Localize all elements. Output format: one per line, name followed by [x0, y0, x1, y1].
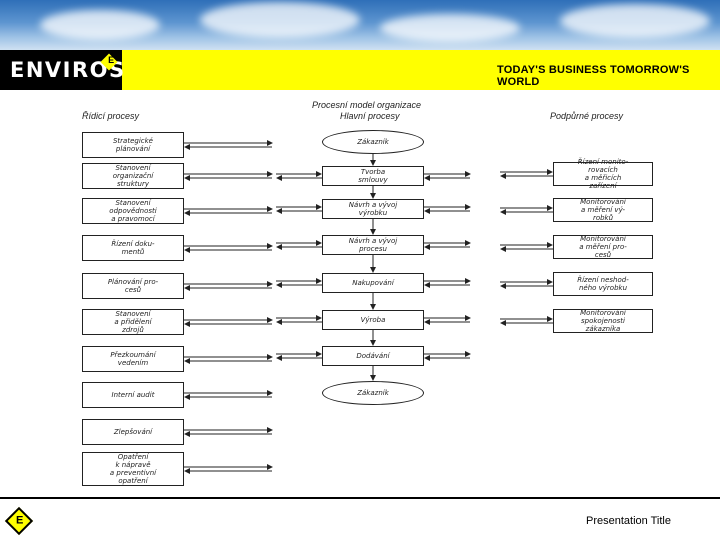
center-column-title: Hlavní procesy — [340, 111, 400, 121]
control-process-box: Stanovení a přidělení zdrojů — [82, 309, 184, 335]
sky-background — [0, 0, 720, 50]
diagram-connectors — [184, 140, 553, 474]
main-process-box: Výroba — [322, 310, 424, 330]
process-model-diagram: Procesní model organizace Řídicí procesy… — [0, 90, 720, 496]
support-process-box: Monitorování a měření vý- robků — [553, 198, 653, 222]
main-process-box: Dodávání — [322, 346, 424, 366]
control-process-box: Stanovení odpovědnosti a pravomocí — [82, 198, 184, 224]
control-process-box: Interní audit — [82, 382, 184, 408]
diagram-title: Procesní model organizace — [312, 100, 422, 110]
left-column-title: Řídicí procesy — [82, 111, 140, 121]
presentation-title: Presentation Title — [586, 515, 671, 527]
support-process-box: Řízení neshod- ného výrobku — [553, 272, 653, 296]
header-banner: ENVIROS E TODAY'S BUSINESS TOMORROW'S WO… — [0, 50, 720, 90]
main-process-box: Návrh a vývoj výrobku — [322, 199, 424, 219]
enviros-logo: ENVIROS E — [0, 50, 124, 90]
right-column-title: Podpůrné procesy — [550, 111, 624, 121]
control-process-box: Stanovení organizační struktury — [82, 163, 184, 189]
customer-end-oval: Zákazník — [322, 381, 424, 405]
support-process-box: Monitorování spokojenosti zákazníka — [553, 309, 653, 333]
footer-divider — [0, 497, 720, 499]
support-process-box: Řízení monito- rovacích a měřicích zaříz… — [553, 158, 653, 190]
customer-start-oval: Zákazník — [322, 130, 424, 154]
control-process-box: Strategické plánování — [82, 132, 184, 158]
control-process-box: Řízení doku- mentů — [82, 235, 184, 261]
main-process-box: Návrh a vývoj procesu — [322, 235, 424, 255]
control-process-box: Zlepšování — [82, 419, 184, 445]
support-process-box: Monitorování a měření pro- cesů — [553, 235, 653, 259]
main-process-box: Nakupování — [322, 273, 424, 293]
control-process-box: Opatření k nápravě a preventivní opatřen… — [82, 452, 184, 486]
slogan: TODAY'S BUSINESS TOMORROW'S WORLD — [497, 64, 690, 88]
control-process-box: Plánování pro- cesů — [82, 273, 184, 299]
main-process-box: Tvorba smlouvy — [322, 166, 424, 186]
control-process-box: Přezkoumání vedením — [82, 346, 184, 372]
footer-logo-icon: E — [4, 506, 34, 536]
